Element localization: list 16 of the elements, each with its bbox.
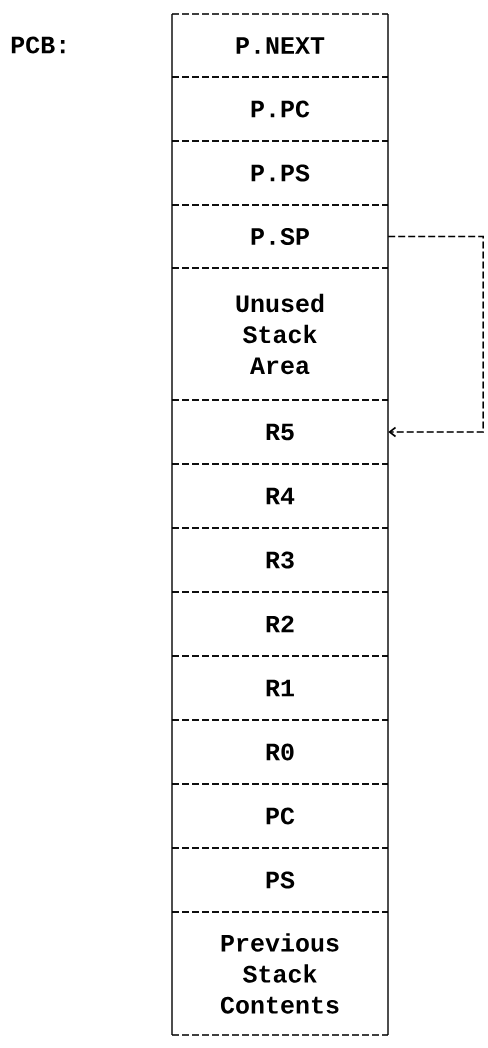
stack-cell: PS xyxy=(171,847,389,913)
stack-cell: R1 xyxy=(171,655,389,721)
stack-cell: R2 xyxy=(171,591,389,657)
arrow xyxy=(387,235,484,438)
stack-cell: Previous Stack Contents xyxy=(171,911,389,1036)
stack-cell: R0 xyxy=(171,719,389,785)
stack-cell: R5 xyxy=(171,399,389,465)
side-label: PCB: xyxy=(11,36,65,54)
stack-cell: P.PC xyxy=(171,76,389,142)
stack-cell: Unused Stack Area xyxy=(171,267,389,401)
stack-cell: R4 xyxy=(171,463,389,529)
stack-cell: P.PS xyxy=(171,140,389,206)
stack-cell: P.NEXT xyxy=(171,13,389,78)
stack-cell: P.SP xyxy=(171,204,389,269)
stack-cell: R3 xyxy=(171,527,389,593)
stack-cell: PC xyxy=(171,783,389,849)
